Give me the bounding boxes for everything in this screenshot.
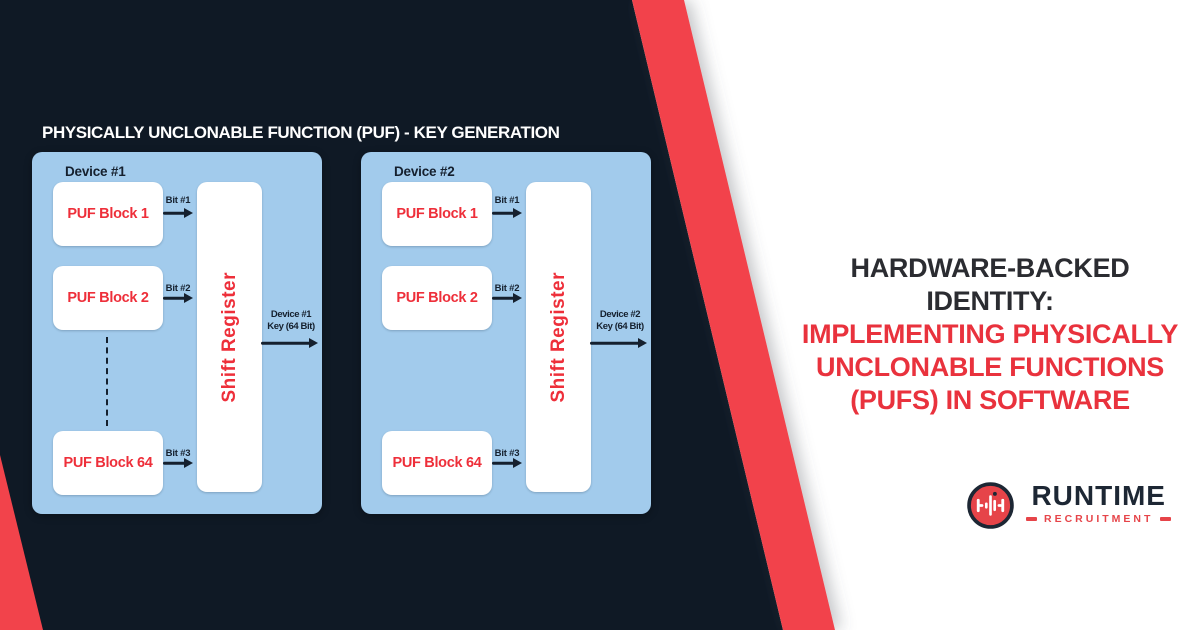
device-2-bit-1-label: Bit #1 <box>494 195 520 206</box>
device-1-bit-2-label: Bit #2 <box>165 283 191 294</box>
headline-red-line-2: UNCLONABLE FUNCTIONS <box>816 352 1164 382</box>
device-1-dashed-connector <box>106 337 108 426</box>
device-2-key-output-line2: Key (64 Bit) <box>596 321 644 332</box>
device-1-puf-block-2: PUF Block 2 <box>53 266 163 330</box>
device-2-key-output-line1: Device #2 <box>599 309 641 320</box>
device-1-label: Device #1 <box>65 164 126 179</box>
device-1-key-output-label: Device #1 Key (64 Bit) <box>256 309 326 333</box>
device-1-puf-block-64: PUF Block 64 <box>53 431 163 495</box>
device-1-key-output-arrow-icon <box>261 337 318 349</box>
logo-brand-text: RUNTIME <box>1031 480 1166 511</box>
runtime-recruitment-logo: RUNTIME RECRUITMENT <box>966 480 1172 530</box>
device-2-shift-register-label: Shift Register <box>547 271 569 403</box>
red-diagonal-stripe <box>632 0 835 630</box>
waveform-logo-icon <box>967 482 1014 529</box>
device-2-puf-block-64: PUF Block 64 <box>382 431 492 495</box>
headline-red-line-3: (PUFS) IN SOFTWARE <box>850 385 1130 415</box>
device-1-key-output-line2: Key (64 Bit) <box>267 321 315 332</box>
device-2-puf-block-2: PUF Block 2 <box>382 266 492 330</box>
device-1-shift-register: Shift Register <box>197 182 262 492</box>
device-1-bit-2-arrow-icon <box>163 292 193 304</box>
headline-dark-line-1: HARDWARE-BACKED <box>850 253 1130 283</box>
device-1-key-output-line1: Device #1 <box>270 309 312 320</box>
device-2-shift-register: Shift Register <box>526 182 591 492</box>
logo-tagline-text: RECRUITMENT <box>1044 513 1154 525</box>
device-2-bit-3-label: Bit #3 <box>494 448 520 459</box>
device-2-panel: Device #2 PUF Block 1 PUF Block 2 PUF Bl… <box>361 152 651 514</box>
device-2-key-output-arrow-icon <box>590 337 647 349</box>
device-2-label: Device #2 <box>394 164 455 179</box>
diagram-title: PHYSICALLY UNCLONABLE FUNCTION (PUF) - K… <box>42 123 560 142</box>
red-corner-wedge <box>0 455 43 630</box>
device-1-bit-3-label: Bit #3 <box>165 448 191 459</box>
device-2-key-output-label: Device #2 Key (64 Bit) <box>585 309 655 333</box>
article-headline: HARDWARE-BACKED IDENTITY: IMPLEMENTING P… <box>795 252 1185 417</box>
device-1-bit-3-arrow-icon <box>163 457 193 469</box>
device-2-bit-2-arrow-icon <box>492 292 522 304</box>
device-1-puf-block-1: PUF Block 1 <box>53 182 163 246</box>
device-2-bit-3-arrow-icon <box>492 457 522 469</box>
device-1-shift-register-label: Shift Register <box>218 271 240 403</box>
device-2-bit-2-label: Bit #2 <box>494 283 520 294</box>
device-2-puf-block-1: PUF Block 1 <box>382 182 492 246</box>
headline-dark-line-2: IDENTITY: <box>926 286 1054 316</box>
device-2-bit-1-arrow-icon <box>492 207 522 219</box>
headline-red-line-1: IMPLEMENTING PHYSICALLY <box>801 319 1179 349</box>
tagline-right-dash <box>1160 517 1172 521</box>
tagline-left-dash <box>1026 517 1037 521</box>
device-1-bit-1-label: Bit #1 <box>165 195 191 206</box>
device-1-bit-1-arrow-icon <box>163 207 193 219</box>
device-1-panel: Device #1 PUF Block 1 PUF Block 2 PUF Bl… <box>32 152 322 514</box>
